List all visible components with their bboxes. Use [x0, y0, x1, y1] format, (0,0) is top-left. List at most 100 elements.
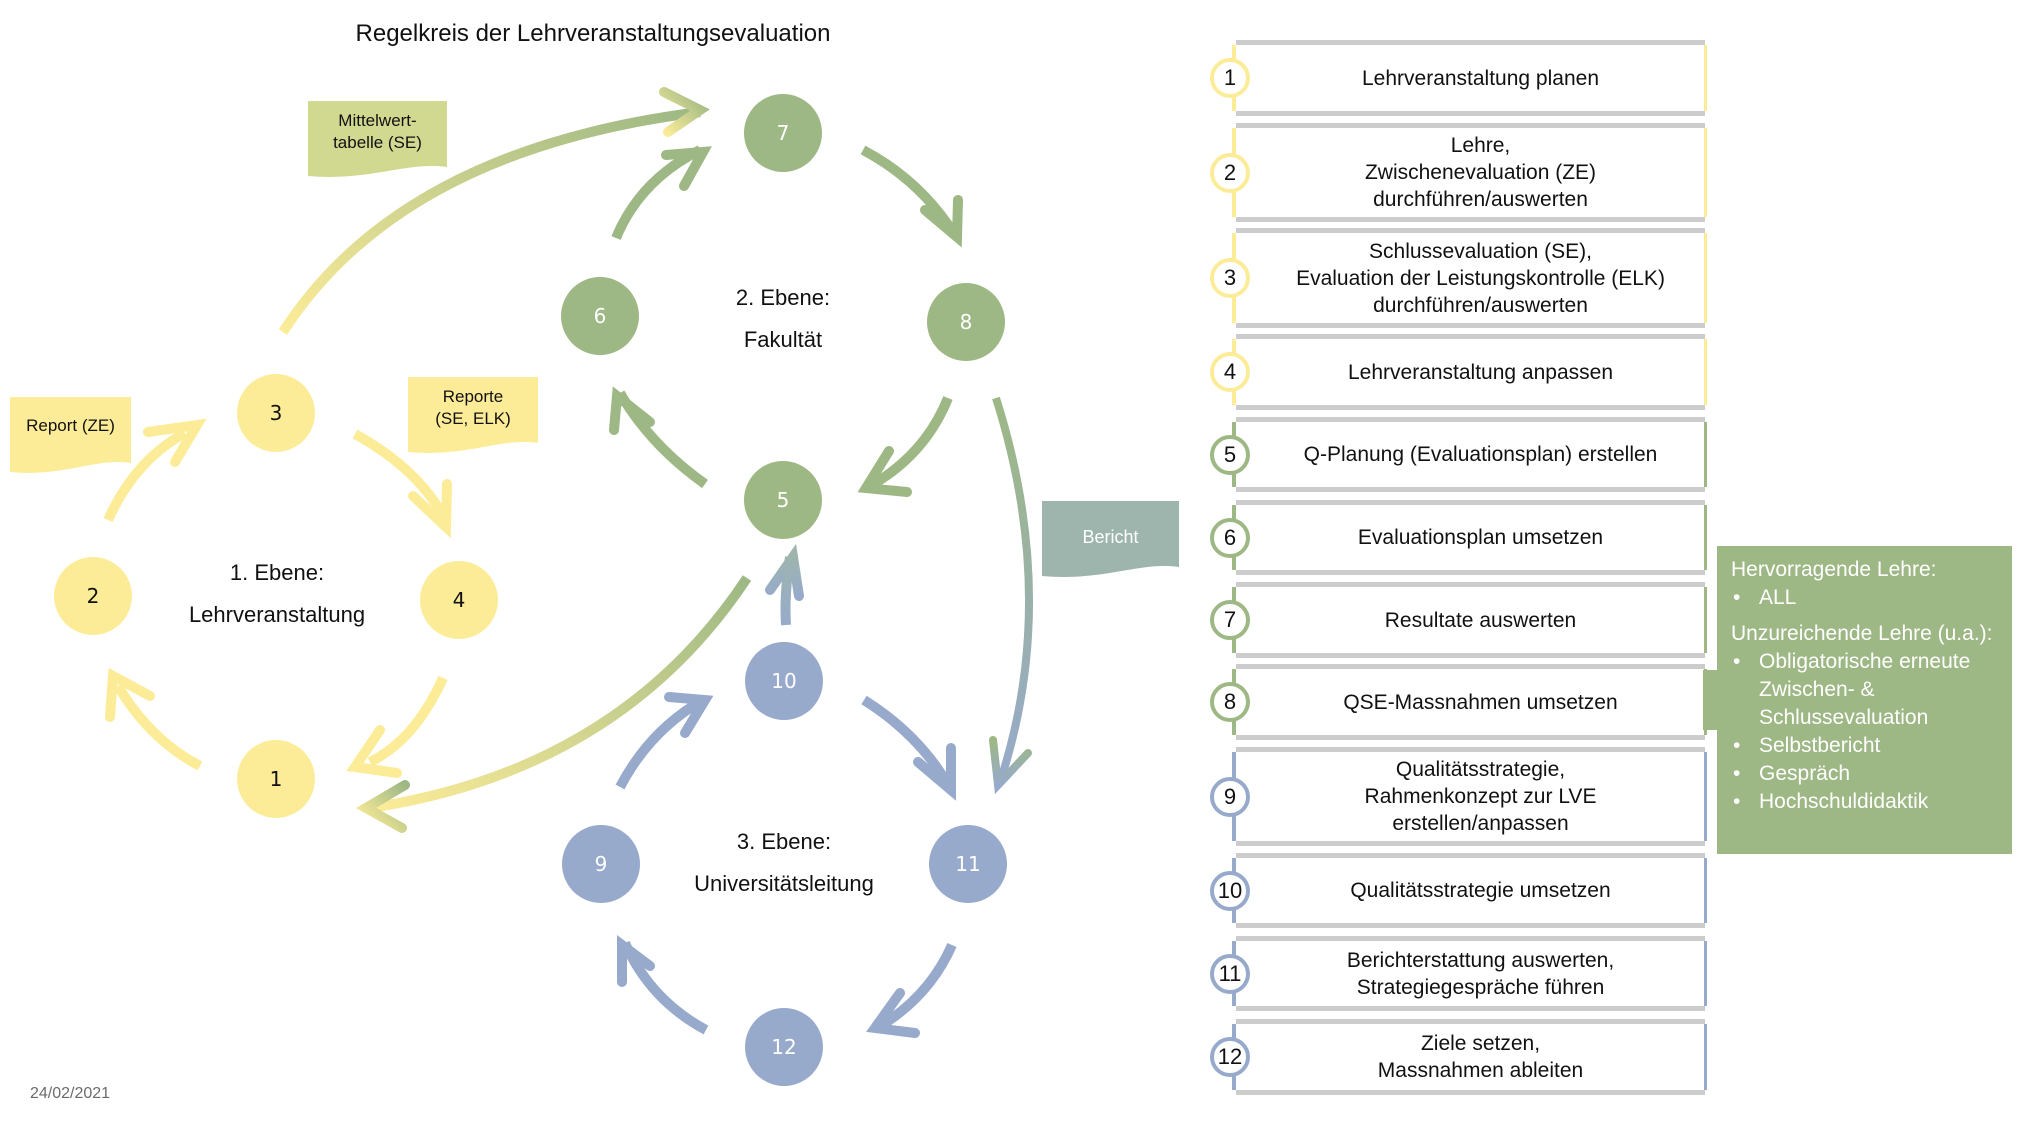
- measures-list-excellent: ALL: [1731, 584, 1998, 612]
- node-circle: [561, 277, 639, 355]
- step-label: QSE-Massnahmen umsetzen: [1343, 690, 1618, 714]
- cycle-node-9: 9: [562, 825, 640, 903]
- node-number: 2: [87, 584, 100, 608]
- step-label: Ziele setzen, Massnahmen ableiten: [1377, 1032, 1584, 1082]
- step-level-bar-right: [1704, 858, 1707, 923]
- arrow-9-to-10: [615, 692, 714, 790]
- step-label: Lehre, Zwischenevaluation (ZE) durchführ…: [1364, 134, 1597, 211]
- step-number-badge: 1: [1210, 58, 1250, 98]
- node-circle: [562, 825, 640, 903]
- cycle-node-8: 8: [927, 283, 1005, 361]
- node-circle: [237, 740, 315, 818]
- node-number: 4: [453, 588, 466, 612]
- cycle-node-2: 2: [54, 557, 132, 635]
- cycle-node-5: 5: [744, 461, 822, 539]
- step-number-badge: 8: [1210, 682, 1250, 722]
- callout-reporte: Reporte (SE, ELK): [435, 387, 511, 428]
- node-circle: [745, 642, 823, 720]
- node-number: 9: [595, 852, 608, 876]
- node-number: 10: [771, 669, 796, 693]
- callout-shape-reporte: [408, 377, 538, 453]
- step-level-bar-right: [1704, 752, 1707, 841]
- arrow-10-to-5: [765, 543, 804, 626]
- step-label: Lehrveranstaltung planen: [1361, 66, 1599, 90]
- step-label: Resultate auswerten: [1384, 608, 1577, 632]
- measures-item: Gespräch: [1731, 760, 1998, 788]
- node-circle: [929, 825, 1007, 903]
- step-level-bar-right: [1704, 1024, 1707, 1090]
- node-circle: [420, 561, 498, 639]
- node-number: 1: [270, 767, 283, 791]
- node-number: 11: [955, 852, 980, 876]
- arrow-8-to-11: [989, 396, 1033, 795]
- step-number-badge: 2: [1210, 152, 1250, 193]
- step-number-badge: 10: [1210, 870, 1250, 911]
- step-row-10: 10 Qualitätsstrategie umsetzen: [1210, 853, 1707, 928]
- arrow-11-to-12: [866, 942, 957, 1038]
- step-label: Qualitätsstrategie, Rahmenkonzept zur LV…: [1364, 758, 1597, 835]
- measures-box: Hervorragende Lehre: ALL Unzureichende L…: [1717, 546, 2012, 854]
- step-level-bar-right: [1704, 45, 1707, 111]
- step-number-badge: 9: [1210, 776, 1250, 817]
- cycle-node-6: 6: [561, 277, 639, 355]
- step-number-badge: 4: [1210, 352, 1250, 392]
- node-circle: [54, 557, 132, 635]
- step-level-bar-right: [1704, 339, 1707, 405]
- node-number: 6: [594, 304, 607, 328]
- cycle-node-4: 4: [420, 561, 498, 639]
- arrows-layer: [103, 87, 1033, 1038]
- cycle-node-1: 1: [237, 740, 315, 818]
- arrow-7-to-8: [860, 145, 963, 248]
- node-number: 7: [777, 121, 790, 145]
- step-level-bar-right: [1704, 233, 1707, 323]
- callout-shape-bericht: [1042, 501, 1179, 577]
- callout-shape-mittelwerttabelle: [308, 101, 447, 177]
- measures-item: Selbstbericht: [1731, 732, 1998, 760]
- step-level-bar-right: [1704, 128, 1707, 217]
- callouts-layer: [10, 101, 1179, 577]
- arrow-2-to-3: [103, 418, 207, 523]
- arrow-10-to-11: [861, 695, 956, 801]
- step-number-badge: 5: [1210, 434, 1250, 475]
- cycle-node-12: 12: [745, 1008, 823, 1086]
- step-label: Berichterstattung auswerten, Strategiege…: [1346, 948, 1615, 999]
- step-row-12: 12 Ziele setzen, Massnahmen ableiten: [1210, 1019, 1707, 1095]
- step-label: Q-Planung (Evaluationsplan) erstellen: [1303, 443, 1658, 466]
- node-number: 5: [777, 488, 790, 512]
- arrow-5-to-6: [609, 386, 708, 489]
- node-circle: [745, 1008, 823, 1086]
- step-level-bar-right: [1704, 422, 1707, 487]
- step-number-badge: 6: [1210, 517, 1250, 558]
- level3-label-line1: 3. Ebene:: [736, 829, 832, 854]
- node-number: 8: [960, 310, 973, 334]
- arrow-8-to-5: [857, 396, 953, 497]
- step-label: Qualitätsstrategie umsetzen: [1350, 879, 1611, 902]
- step-label: Schlussevaluation (SE), Evaluation der L…: [1296, 239, 1665, 317]
- cycle-node-3: 3: [237, 374, 315, 452]
- step-row-5: 5 Q-Planung (Evaluationsplan) erstellen: [1210, 417, 1707, 492]
- step-row-9: 9 Qualitätsstrategie, Rahmenkonzept zur L…: [1210, 747, 1707, 846]
- callout-mittelwerttabelle: Mittelwert- tabelle (SE): [333, 111, 422, 152]
- level2-label-line1: 2. Ebene:: [735, 285, 831, 310]
- node-number: 3: [270, 401, 283, 425]
- step-number-badge: 7: [1210, 600, 1250, 640]
- measures-item: Obligatorische erneute Zwischen- & Schlu…: [1731, 648, 1998, 732]
- side-box-connector: [1703, 670, 1719, 730]
- step-row-1: 1 Lehrveranstaltung planen: [1210, 40, 1707, 116]
- level1-label-line1: 1. Ebene:: [229, 560, 325, 585]
- node-circle: [927, 283, 1005, 361]
- level3-label-line2: Universitätsleitung: [694, 871, 874, 896]
- node-circle: [744, 461, 822, 539]
- step-level-bar-right: [1704, 941, 1707, 1006]
- step-label: Lehrveranstaltung anpassen: [1347, 360, 1614, 384]
- cycle-node-11: 11: [929, 825, 1007, 903]
- measures-item: Hochschuldidaktik: [1731, 788, 1998, 816]
- measures-heading-insufficient: Unzureichende Lehre (u.a.):: [1731, 622, 1993, 645]
- step-number-badge: 12: [1210, 1037, 1250, 1077]
- step-row-7: 7 Resultate auswerten: [1210, 582, 1707, 658]
- cycle-node-10: 10: [745, 642, 823, 720]
